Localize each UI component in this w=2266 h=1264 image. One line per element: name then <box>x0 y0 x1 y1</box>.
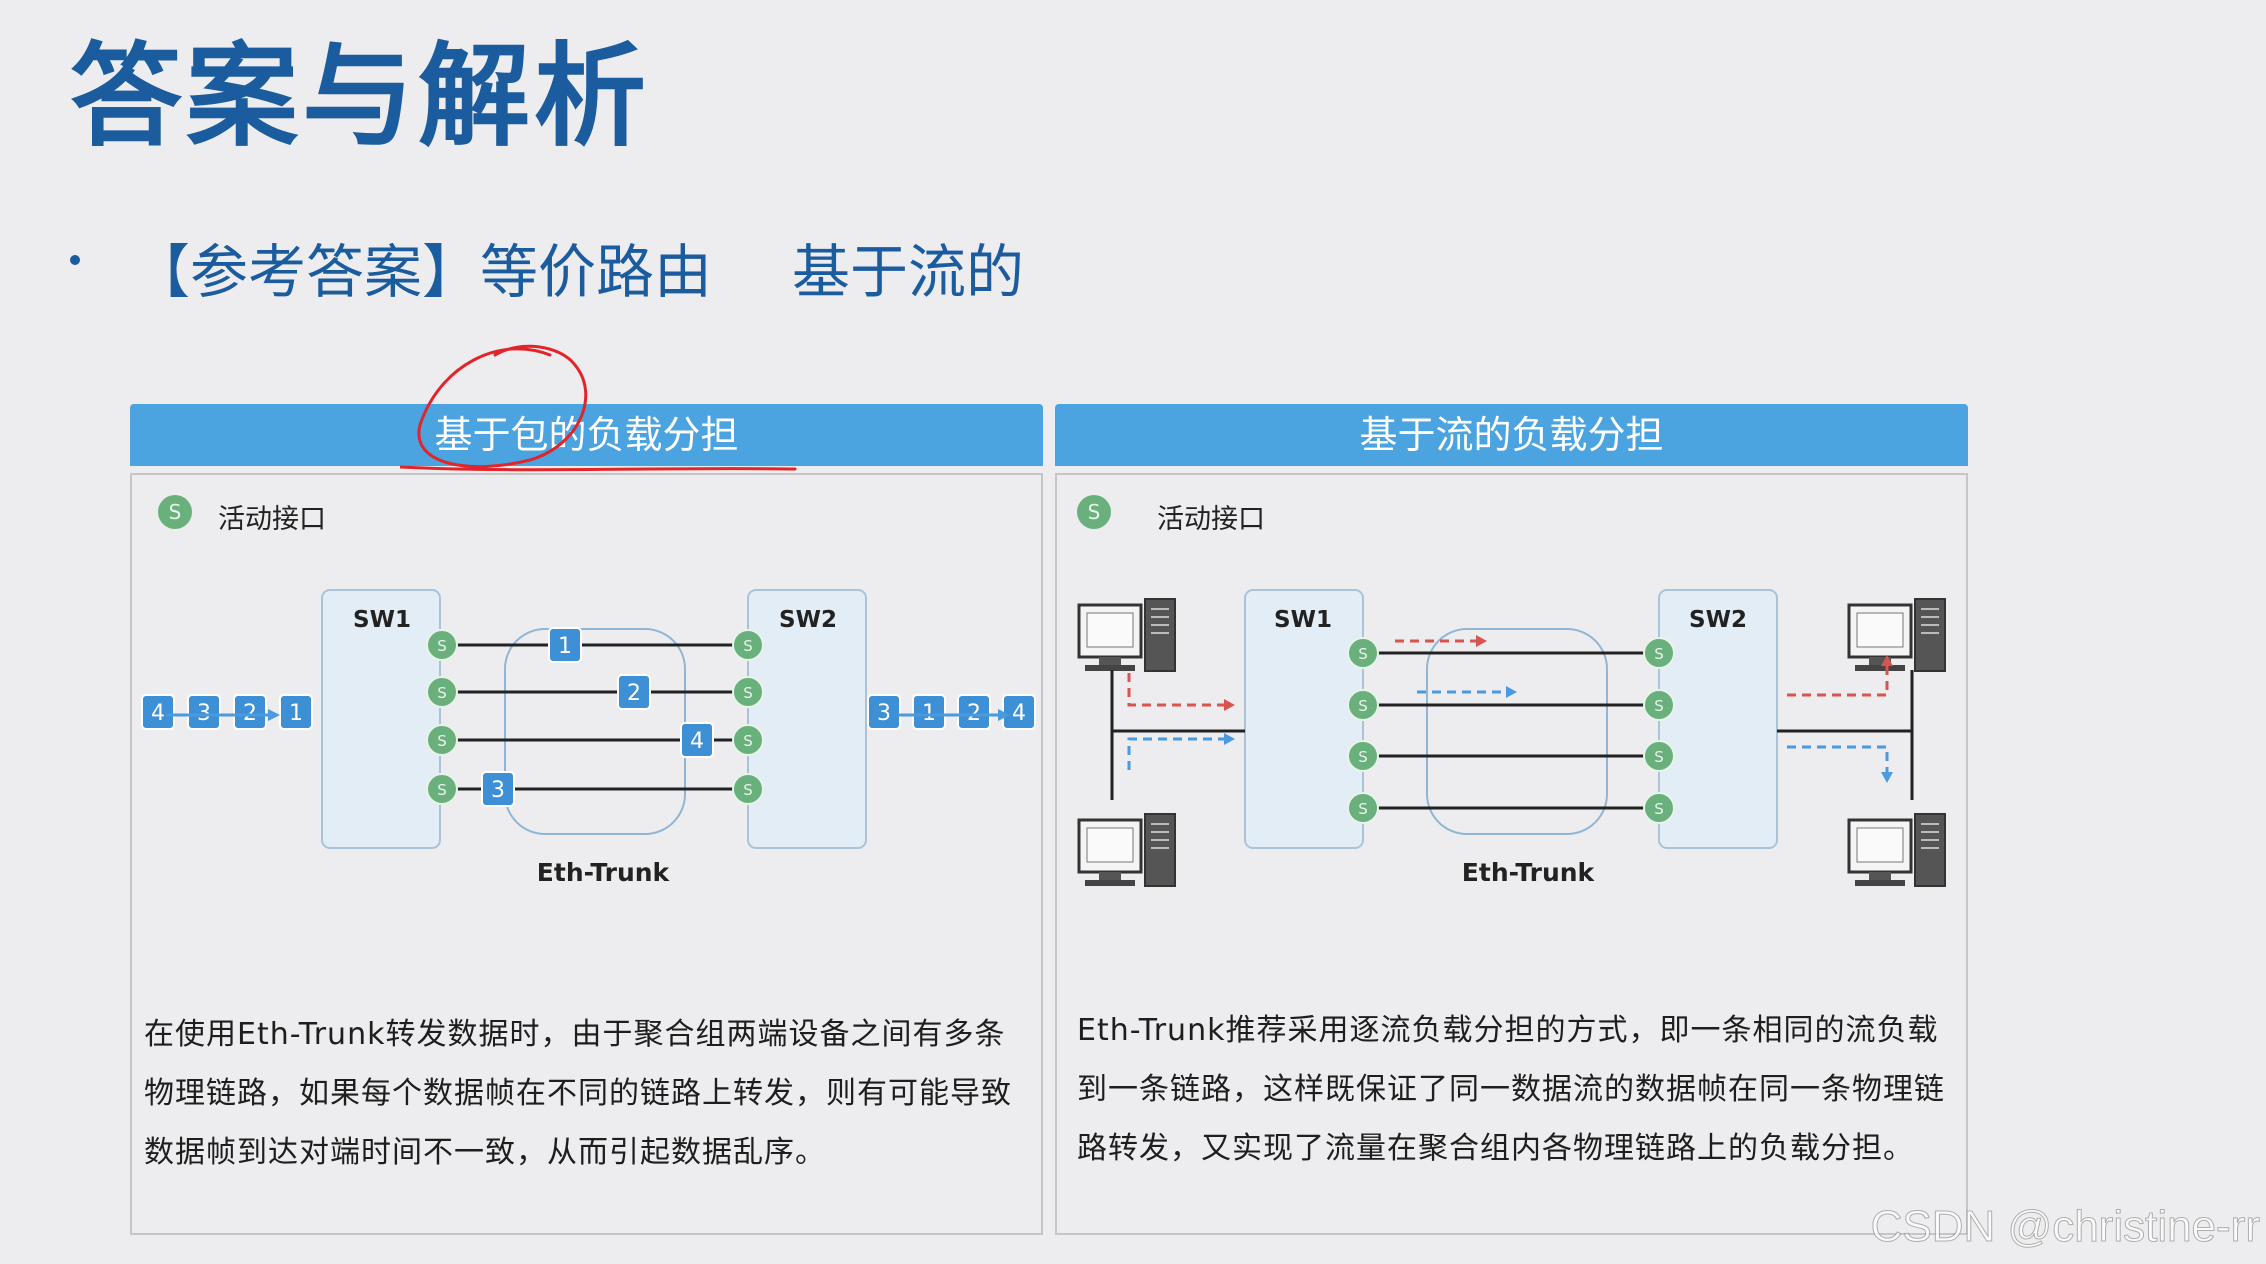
trunk-label: Eth-Trunk <box>537 858 671 887</box>
svg-text:S: S <box>743 781 753 799</box>
svg-text:4: 4 <box>1012 701 1026 726</box>
legend-label: 活动接口 <box>1157 504 1265 535</box>
input-packet: 2 <box>233 694 267 730</box>
pc-icon <box>1847 598 1946 672</box>
sw1-box <box>321 589 441 849</box>
svg-text:S: S <box>1358 645 1368 663</box>
active-interface-icon: S <box>1077 495 1111 529</box>
sw2-port-4: S <box>1643 792 1675 824</box>
svg-text:S: S <box>1358 697 1368 715</box>
trunk-cylinder <box>504 628 686 835</box>
sw2-port-3: S <box>1643 740 1675 772</box>
sw2-label: SW2 <box>1689 607 1747 633</box>
link-packet: 1 <box>548 627 582 663</box>
svg-text:4: 4 <box>690 729 704 754</box>
pc-icon <box>1077 598 1176 672</box>
svg-text:S: S <box>1654 800 1664 818</box>
svg-text:S: S <box>437 684 447 702</box>
pc-icon <box>1077 813 1176 887</box>
trunk-cylinder <box>1426 628 1608 835</box>
svg-text:S: S <box>743 732 753 750</box>
sw1-port-1: S <box>426 629 458 661</box>
sw2-port-2: S <box>732 676 764 708</box>
svg-text:4: 4 <box>151 701 165 726</box>
input-packet: 1 <box>279 694 313 730</box>
sw2-port-1: S <box>1643 637 1675 669</box>
svg-text:S: S <box>1358 800 1368 818</box>
sw2-label: SW2 <box>779 607 837 633</box>
svg-text:S: S <box>743 684 753 702</box>
sw1-port-3: S <box>1347 740 1379 772</box>
sw2-port-4: S <box>732 773 764 805</box>
flow-load-balancing-diagram: SW1 SW2 S S S S S S S S <box>1077 589 1946 887</box>
watermark: CSDN @christine-rr <box>1870 1202 2260 1252</box>
sw2-port-2: S <box>1643 689 1675 721</box>
svg-text:S: S <box>437 781 447 799</box>
output-packet: 1 <box>912 694 946 730</box>
svg-text:3: 3 <box>877 701 891 726</box>
annotation-circle-icon <box>400 344 797 472</box>
sw1-port-1: S <box>1347 637 1379 669</box>
answer-line: 【参考答案】等价路由 基于流的 <box>132 225 1024 309</box>
sw1-port-2: S <box>426 676 458 708</box>
input-packet: 4 <box>141 694 175 730</box>
right-description: Eth-Trunk推荐采用逐流负载分担的方式，即一条相同的流负载到一条链路，这样… <box>1077 1013 1945 1166</box>
link-packet: 2 <box>617 674 651 710</box>
svg-text:1: 1 <box>558 634 572 659</box>
active-interface-icon: S <box>158 495 192 529</box>
output-packet: 2 <box>957 694 991 730</box>
left-panel-header: 基于包的负载分担 <box>130 404 1043 466</box>
bullet-dot <box>70 255 80 265</box>
sw1-port-3: S <box>426 724 458 756</box>
input-packet: 3 <box>187 694 221 730</box>
link-packet: 4 <box>680 722 714 758</box>
trunk-label: Eth-Trunk <box>1462 858 1596 887</box>
answer-prefix: 【参考答案】等价路由 <box>132 238 713 306</box>
svg-text:S: S <box>1654 697 1664 715</box>
svg-text:S: S <box>437 637 447 655</box>
right-panel-header: 基于流的负载分担 <box>1055 404 1968 466</box>
sw2-box <box>747 589 867 849</box>
sw1-label: SW1 <box>1274 607 1332 633</box>
sw2-port-1: S <box>732 629 764 661</box>
sw1-label: SW1 <box>353 607 411 633</box>
link-packet: 3 <box>481 771 515 807</box>
sw2-port-3: S <box>732 724 764 756</box>
left-description: 在使用Eth-Trunk转发数据时，由于聚合组两端设备之间有多条物理链路，如果每… <box>144 1017 1012 1170</box>
svg-text:2: 2 <box>627 681 641 706</box>
output-packet: 4 <box>1002 694 1036 730</box>
right-panel: S 活动接口 SW1 SW2 S S S S S S S S <box>1055 473 1968 1235</box>
pc-icon <box>1847 813 1946 887</box>
svg-text:1: 1 <box>289 701 303 726</box>
svg-text:S: S <box>437 732 447 750</box>
page-title: 答案与解析 <box>70 32 650 162</box>
svg-text:S: S <box>1654 645 1664 663</box>
svg-text:S: S <box>743 637 753 655</box>
svg-text:S: S <box>1654 748 1664 766</box>
sw1-port-4: S <box>1347 792 1379 824</box>
svg-text:3: 3 <box>491 778 505 803</box>
sw1-port-4: S <box>426 773 458 805</box>
output-packet: 3 <box>867 694 901 730</box>
svg-text:S: S <box>1358 748 1368 766</box>
legend-label: 活动接口 <box>218 504 326 535</box>
answer-value: 基于流的 <box>792 238 1025 306</box>
sw1-port-2: S <box>1347 689 1379 721</box>
